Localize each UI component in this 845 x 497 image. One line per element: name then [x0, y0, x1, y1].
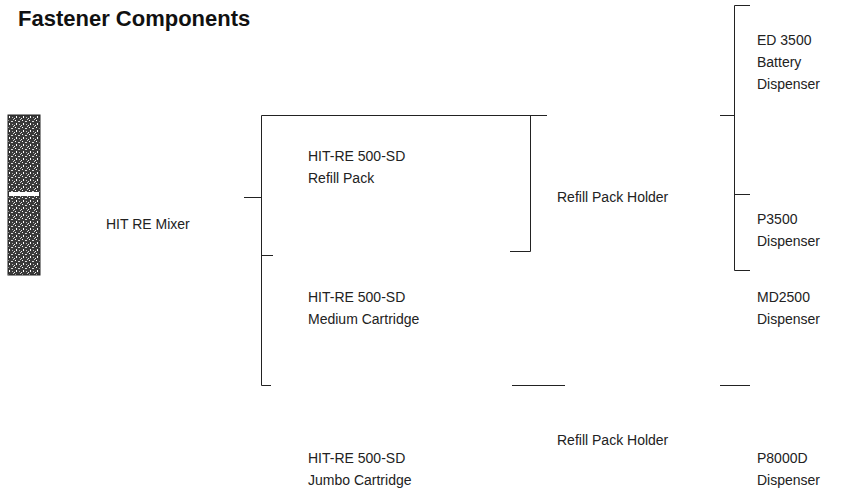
mixer-label: HIT RE Mixer — [106, 213, 236, 235]
holder-label: Refill Pack Holder — [557, 186, 717, 208]
holder-label: Refill Pack Holder — [557, 429, 717, 451]
dispenser-label: P8000D Dispenser — [757, 447, 837, 491]
dispenser-label: MD2500 Dispenser — [757, 286, 837, 330]
bracket — [244, 6, 750, 386]
component-label: HIT-RE 500-SD Refill Pack — [308, 145, 440, 189]
diagram-title: Fastener Components — [18, 6, 250, 32]
dispenser-label: P3500 Dispenser — [757, 208, 837, 252]
component-label: HIT-RE 500-SD Jumbo Cartridge — [308, 447, 440, 491]
mixer-illustration — [8, 115, 40, 275]
component-label: HIT-RE 500-SD Medium Cartridge — [308, 286, 440, 330]
dispenser-label: ED 3500 Battery Dispenser — [757, 29, 837, 95]
